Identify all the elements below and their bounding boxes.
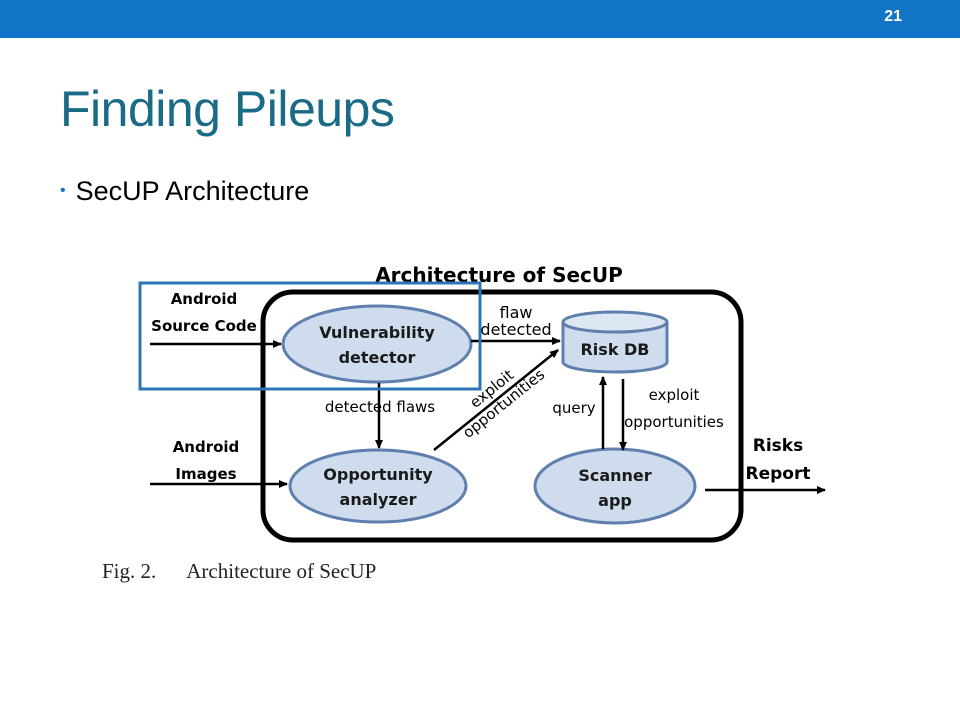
vulnerability-detector-line2: detector bbox=[339, 348, 416, 367]
flaw-label-line2: detected bbox=[480, 320, 551, 339]
opportunity-analyzer-line1: Opportunity bbox=[323, 465, 433, 484]
scanner-app-line2: app bbox=[598, 491, 632, 510]
vulnerability-detector-line1: Vulnerability bbox=[319, 323, 435, 342]
input-images-label-line1: Android bbox=[173, 438, 240, 456]
caption-label: Fig. 2. bbox=[102, 559, 157, 583]
input-source-label-line1: Android bbox=[171, 290, 238, 308]
opportunity-analyzer-line2: analyzer bbox=[340, 490, 417, 509]
slide-number: 21 bbox=[884, 8, 902, 25]
opportunity-analyzer-node bbox=[288, 448, 468, 524]
figure-caption: Fig. 2. Architecture of SecUP bbox=[102, 559, 376, 584]
risk-db-label: Risk DB bbox=[580, 340, 649, 359]
output-label-line1: Risks bbox=[753, 436, 803, 456]
top-accent-bar: 21 bbox=[0, 0, 960, 38]
query-label: query bbox=[552, 399, 595, 417]
output-label-line2: Report bbox=[746, 464, 811, 484]
vulnerability-detector-node bbox=[281, 304, 473, 384]
scanner-app-node bbox=[533, 447, 697, 525]
secup-frame bbox=[260, 289, 744, 543]
caption-text: Architecture of SecUP bbox=[186, 559, 377, 583]
risk-db-node bbox=[561, 310, 669, 374]
right-exploit-label-line2: opportunities bbox=[624, 413, 724, 431]
flaw-label-line1: flaw bbox=[500, 303, 533, 322]
detected-flaws-label: detected flaws bbox=[325, 398, 435, 416]
exploit-opportunities-diagonal-arrow bbox=[433, 349, 559, 451]
scanner-app-line1: Scanner bbox=[578, 466, 651, 485]
slide-title: Finding Pileups bbox=[60, 81, 395, 137]
bullet-dot-icon: • bbox=[60, 182, 66, 199]
input-source-label-line2: Source Code bbox=[151, 317, 257, 335]
highlight-box bbox=[138, 281, 482, 391]
right-exploit-label-line1: exploit bbox=[649, 386, 700, 404]
input-images-label-line2: Images bbox=[175, 465, 236, 483]
bullet-text: SecUP Architecture bbox=[75, 176, 310, 206]
bullet-item: • SecUP Architecture bbox=[60, 176, 309, 207]
